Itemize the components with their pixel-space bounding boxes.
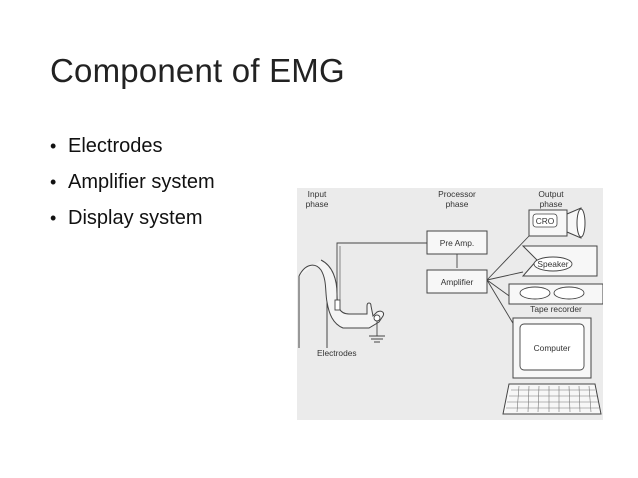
computer-keyboard-icon	[502, 383, 602, 415]
bullet-item: • Amplifier system	[50, 164, 215, 200]
header-output-line2: phase	[540, 199, 563, 209]
header-input-line1: Input	[308, 189, 327, 199]
bullet-dot-icon: •	[50, 172, 57, 192]
tape-reel-right-icon	[553, 286, 585, 300]
electrodes-label: Electrodes	[317, 348, 357, 358]
computer-label: Computer	[534, 343, 571, 353]
bullet-dot-icon: •	[50, 136, 57, 156]
bullet-dot-icon: •	[50, 208, 57, 228]
header-processor-line1: Processor	[438, 189, 476, 199]
bullet-item: • Display system	[50, 200, 215, 236]
header-input-line2: phase	[306, 199, 329, 209]
wire-to-computer	[486, 279, 518, 331]
preamp-label: Pre Amp.	[440, 238, 474, 248]
emg-diagram-svg: Input phase Processor phase Output phase…	[298, 189, 603, 415]
tape-reel-left-icon	[519, 286, 551, 300]
amplifier-label: Amplifier	[441, 277, 474, 287]
bullet-label: Display system	[68, 207, 203, 229]
bullet-list: • Electrodes • Amplifier system • Displa…	[50, 128, 215, 236]
computer-screen	[519, 323, 585, 371]
arm-illustration	[298, 259, 384, 329]
bullet-item: • Electrodes	[50, 128, 215, 164]
cro-label-box	[532, 213, 558, 228]
preamp-box	[426, 230, 488, 255]
amplifier-box	[426, 269, 488, 294]
arm-edge	[298, 276, 328, 348]
cro-label: CRO	[536, 216, 555, 226]
wire-to-preamp	[336, 242, 427, 300]
header-processor-line2: phase	[446, 199, 469, 209]
bullet-label: Electrodes	[68, 135, 163, 157]
electrode-pad	[334, 299, 341, 311]
header-output-line1: Output	[538, 189, 564, 199]
ground-symbol-icon	[369, 321, 385, 343]
wire-to-tape	[486, 279, 513, 299]
cro-tube-icon	[576, 208, 586, 238]
tape-recorder-label: Tape recorder	[530, 304, 582, 314]
wire-to-cro	[486, 235, 530, 281]
slide-title: Component of EMG	[50, 52, 345, 89]
speaker-label: Speaker	[537, 259, 568, 269]
wire-to-speaker	[486, 271, 524, 281]
emg-diagram: Input phase Processor phase Output phase…	[297, 188, 603, 420]
ground-electrode	[373, 314, 381, 322]
bullet-label: Amplifier system	[68, 171, 215, 193]
keyboard-keys	[506, 385, 599, 413]
speaker-icon	[533, 256, 573, 272]
